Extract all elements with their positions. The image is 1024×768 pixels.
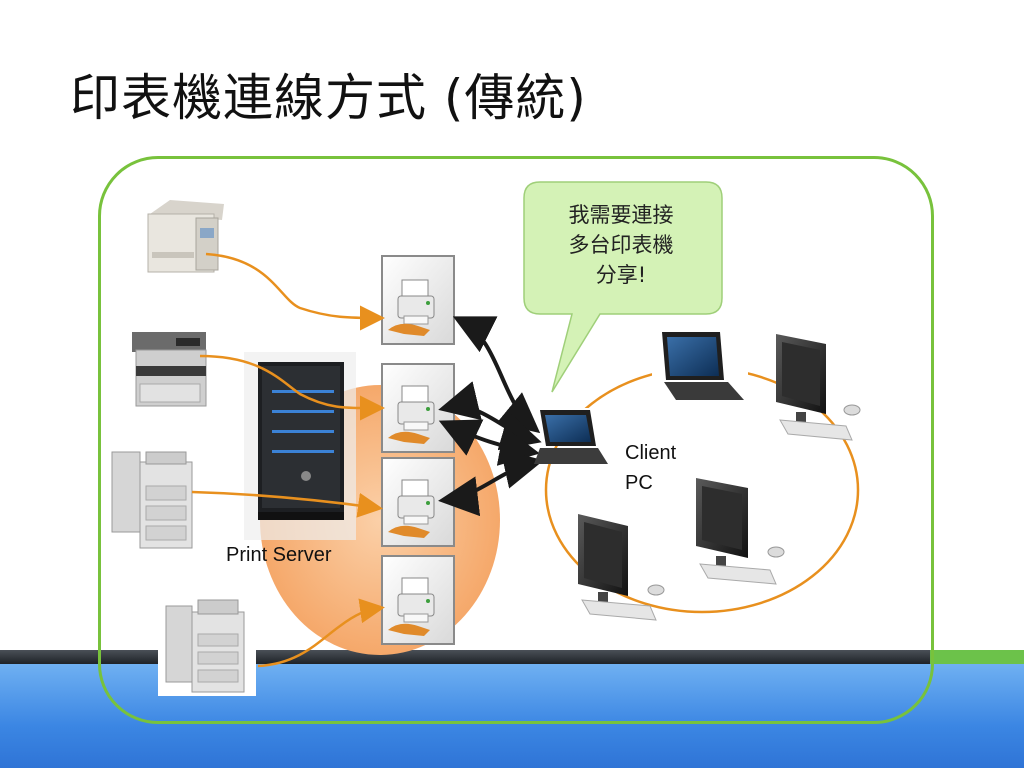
printer-connector-2 <box>199 354 385 421</box>
client-label-line-2: PC <box>625 472 653 494</box>
diagram-frame <box>98 156 934 724</box>
client-laptop-small-icon <box>534 408 608 464</box>
printer-tile-2 <box>381 363 455 453</box>
laser-printer-icon <box>147 200 224 273</box>
speech-bubble-text: 我需要連接 多台印表機 分享! <box>528 200 714 290</box>
printer-connector-4 <box>257 598 385 668</box>
printer-tile-4 <box>381 555 455 645</box>
multifunction-printer-icon <box>132 332 207 407</box>
client-label-line-1: Client <box>625 442 677 464</box>
slide-title: 印表機連線方式 (傳統) <box>70 69 587 127</box>
speech-bubble-line-2: 多台印表機 <box>568 233 674 257</box>
printer-connector-1 <box>205 252 385 331</box>
speech-bubble <box>523 181 723 393</box>
print-server-icon <box>244 352 356 540</box>
printer-tile-3 <box>381 457 455 547</box>
production-printer-icon-2 <box>158 586 256 696</box>
client-desktop-icon-1 <box>776 334 861 441</box>
tile-laptop-link-1 <box>452 316 541 434</box>
speech-bubble-line-1: 我需要連接 <box>568 203 674 227</box>
print-server-label: Print Server <box>226 544 332 566</box>
footer-green-accent <box>930 650 1024 664</box>
client-pc-label: Client PC <box>625 438 705 498</box>
printer-connector-3 <box>191 490 383 518</box>
client-laptop-large-icon <box>652 326 748 406</box>
speech-bubble-line-3: 分享! <box>595 263 647 287</box>
tile-laptop-link-4 <box>438 449 544 517</box>
client-desktop-icon-3 <box>578 514 665 621</box>
production-printer-icon-1 <box>111 451 193 549</box>
printer-tile-1 <box>381 255 455 345</box>
client-desktop-icon-2 <box>696 478 785 585</box>
